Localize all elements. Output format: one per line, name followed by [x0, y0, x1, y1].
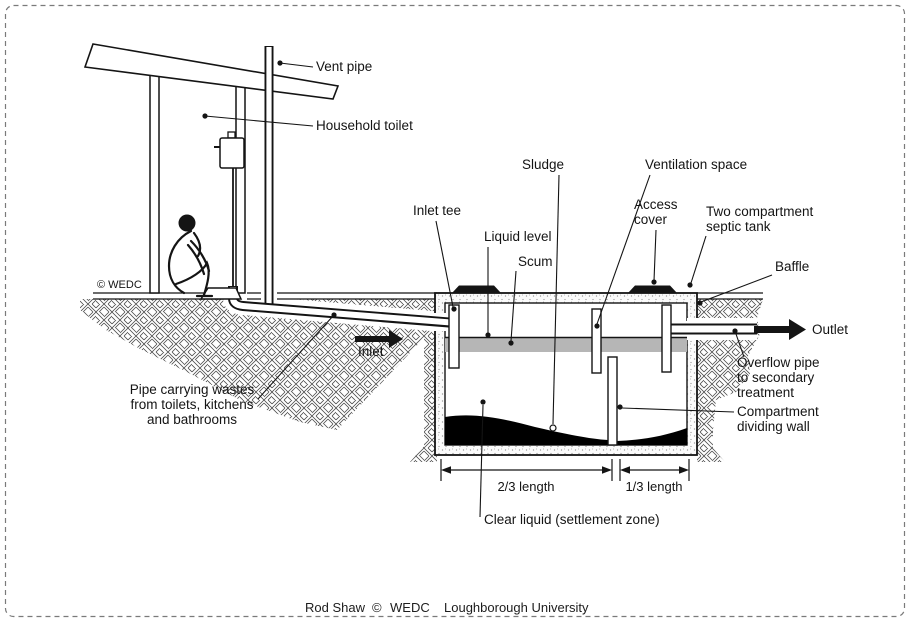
- label-vent-pipe: Vent pipe: [316, 59, 372, 74]
- label-baffle: Baffle: [775, 259, 809, 274]
- leader-lines: [202, 60, 773, 518]
- toilet-cistern: [219, 137, 245, 169]
- tank-outer-wall: [434, 292, 698, 456]
- label-dividing-wall-line1: Compartment: [737, 404, 819, 419]
- label-ventilation-space: Ventilation space: [645, 157, 747, 172]
- squatting-person: [167, 214, 214, 298]
- cistern-knob: [227, 131, 236, 139]
- dimension-line-left: [441, 466, 612, 474]
- toilet-pan: [199, 287, 243, 300]
- inlet-tee-baffle: [448, 304, 460, 369]
- label-overflow-line2: to secondary: [737, 370, 815, 385]
- access-cover-left: [452, 285, 501, 293]
- access-cover-right: [628, 285, 677, 293]
- footer-university: Loughborough University: [444, 600, 589, 615]
- ground-left: [80, 299, 437, 462]
- label-scum: Scum: [518, 254, 553, 269]
- label-outlet: Outlet: [812, 322, 848, 337]
- label-septic-tank-line1: Two compartment: [706, 204, 814, 219]
- house-left-column: [149, 73, 160, 294]
- scum-layer: [445, 337, 687, 352]
- dimension-line-right: [620, 466, 689, 474]
- footer-author: Rod Shaw: [305, 600, 366, 615]
- label-clear-liquid: Clear liquid (settlement zone): [484, 512, 660, 527]
- house-right-column: [235, 85, 246, 294]
- label-overflow-line1: Overflow pipe: [737, 355, 820, 370]
- label-pipe-wastes-line1: Pipe carrying wastes: [130, 382, 255, 397]
- wedc-copyright-mark: © WEDC: [97, 279, 142, 291]
- person-head: [178, 214, 196, 232]
- label-access-cover-line2: cover: [634, 212, 668, 227]
- label-inlet-tee: Inlet tee: [413, 203, 461, 218]
- sludge-compartment-2: [617, 428, 687, 445]
- label-pipe-wastes-line2: from toilets, kitchens: [130, 397, 253, 412]
- label-inlet: Inlet: [358, 344, 384, 359]
- sludge-compartment-1: [445, 415, 608, 445]
- label-household-toilet: Household toilet: [316, 118, 413, 133]
- label-sludge: Sludge: [522, 157, 564, 172]
- compartment-dividing-wall: [607, 356, 618, 446]
- footer-organization: WEDC: [390, 600, 430, 615]
- inlet-flow-arrow: [355, 330, 403, 348]
- footer-credit: Rod Shaw © WEDC Loughborough University: [305, 600, 589, 615]
- dimension-label-one-third: 1/3 length: [625, 479, 682, 494]
- outlet-baffle: [661, 304, 672, 373]
- upper-baffle: [591, 308, 602, 374]
- sludge-leader-terminator: [549, 424, 557, 432]
- outlet-flow-arrow: [754, 319, 806, 340]
- label-overflow-line3: treatment: [737, 385, 794, 400]
- footer-copyright-icon: ©: [372, 600, 382, 615]
- ground-surface-band-right: [697, 293, 763, 299]
- label-dividing-wall-line2: dividing wall: [737, 419, 810, 434]
- label-septic-tank-line2: septic tank: [706, 219, 771, 234]
- page-dashed-border: [4, 4, 906, 618]
- house-roof: [83, 43, 340, 100]
- label-access-cover-line1: Access: [634, 197, 678, 212]
- label-pipe-wastes-line3: and bathrooms: [147, 412, 237, 427]
- dimension-label-two-thirds: 2/3 length: [497, 479, 554, 494]
- label-liquid-level: Liquid level: [484, 229, 552, 244]
